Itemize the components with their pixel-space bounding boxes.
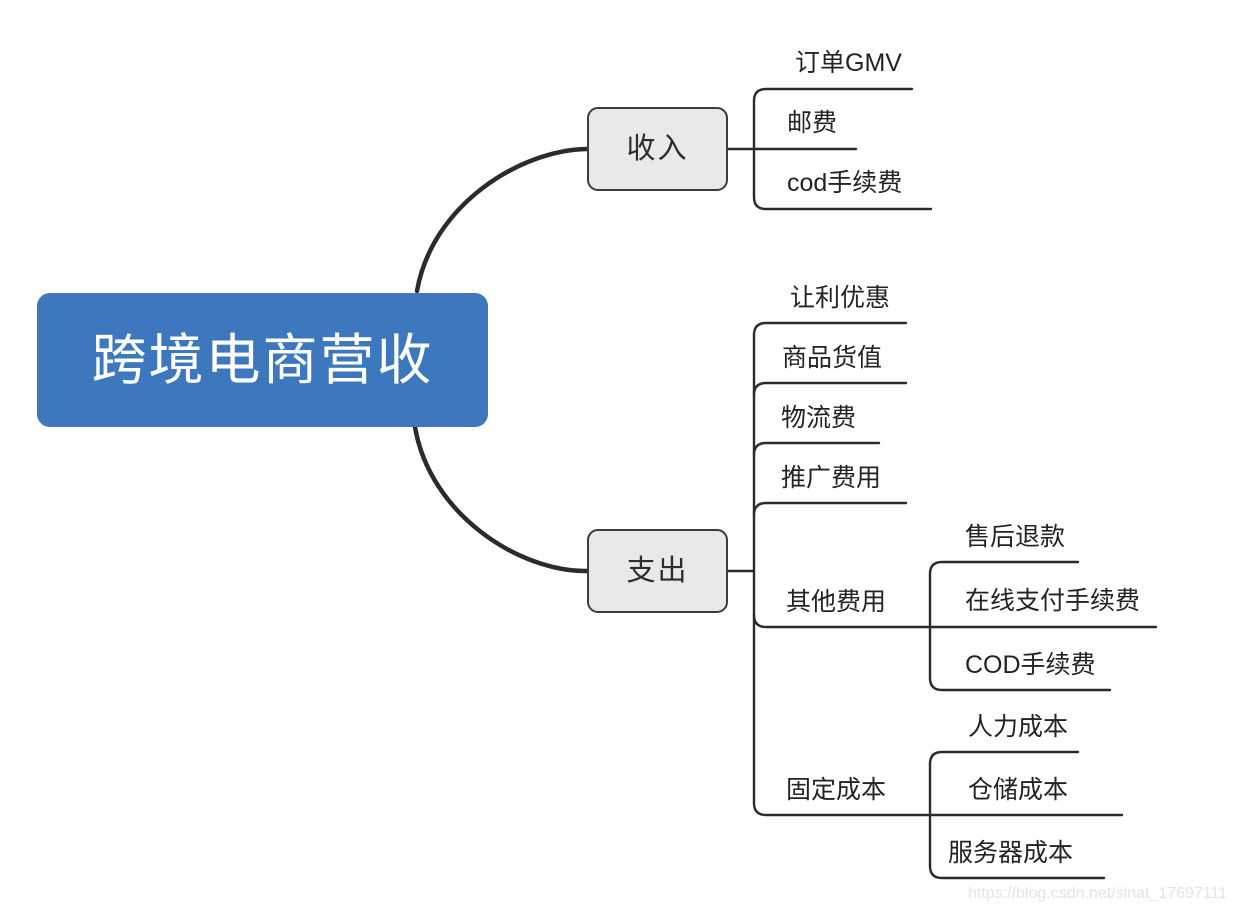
connector-root-to-expense bbox=[412, 424, 590, 574]
leaf-promotion-fee[interactable]: 推广费用 bbox=[781, 464, 882, 492]
root-node-label: 跨境电商营收 bbox=[91, 328, 434, 391]
leaf-goods-value[interactable]: 商品货值 bbox=[782, 344, 883, 372]
branch-node-expense[interactable]: 支出 bbox=[587, 529, 728, 613]
connector-income-child-3 bbox=[752, 195, 933, 211]
connector-expense-child-2 bbox=[752, 381, 908, 397]
connector-other-child-3 bbox=[928, 676, 1112, 692]
leaf-cod-service-fee[interactable]: cod手续费 bbox=[787, 169, 903, 197]
connector-fixed-child-1 bbox=[928, 750, 1080, 766]
leaf-labor-cost[interactable]: 人力成本 bbox=[968, 713, 1069, 741]
connector-expense-child-4 bbox=[752, 501, 908, 517]
leaf-logistics-fee[interactable]: 物流费 bbox=[781, 404, 857, 432]
leaf-after-sales-refund[interactable]: 售后退款 bbox=[965, 523, 1066, 551]
branch-node-income[interactable]: 收入 bbox=[587, 107, 728, 191]
watermark-text: https://blog.csdn.net/sinat_17697111 bbox=[968, 885, 1228, 902]
leaf-shipping-fee[interactable]: 邮费 bbox=[787, 109, 838, 137]
leaf-discount[interactable]: 让利优惠 bbox=[790, 284, 891, 312]
connector-other-child-1 bbox=[928, 560, 1080, 576]
connector-expense-child-6 bbox=[752, 801, 1124, 817]
connector-income-child-1 bbox=[752, 87, 914, 103]
leaf-online-payment-fee[interactable]: 在线支付手续费 bbox=[965, 587, 1141, 615]
leaf-order-gmv[interactable]: 订单GMV bbox=[795, 49, 902, 77]
root-node[interactable]: 跨境电商营收 bbox=[37, 293, 488, 427]
leaf-other-fees[interactable]: 其他费用 bbox=[786, 588, 887, 616]
leaf-warehouse-cost[interactable]: 仓储成本 bbox=[968, 776, 1069, 804]
leaf-fixed-cost[interactable]: 固定成本 bbox=[786, 776, 887, 804]
connector-root-to-income bbox=[414, 146, 590, 294]
connector-expense-child-5 bbox=[752, 613, 1158, 629]
connector-expense-child-1 bbox=[752, 321, 908, 337]
leaf-server-cost[interactable]: 服务器成本 bbox=[948, 839, 1074, 867]
branch-node-income-label: 收入 bbox=[626, 132, 689, 165]
connector-expense-child-3 bbox=[752, 441, 881, 457]
connector-fixed-child-3 bbox=[928, 864, 1106, 880]
leaf-cod-handling-fee[interactable]: COD手续费 bbox=[965, 651, 1096, 679]
branch-node-expense-label: 支出 bbox=[626, 554, 689, 587]
